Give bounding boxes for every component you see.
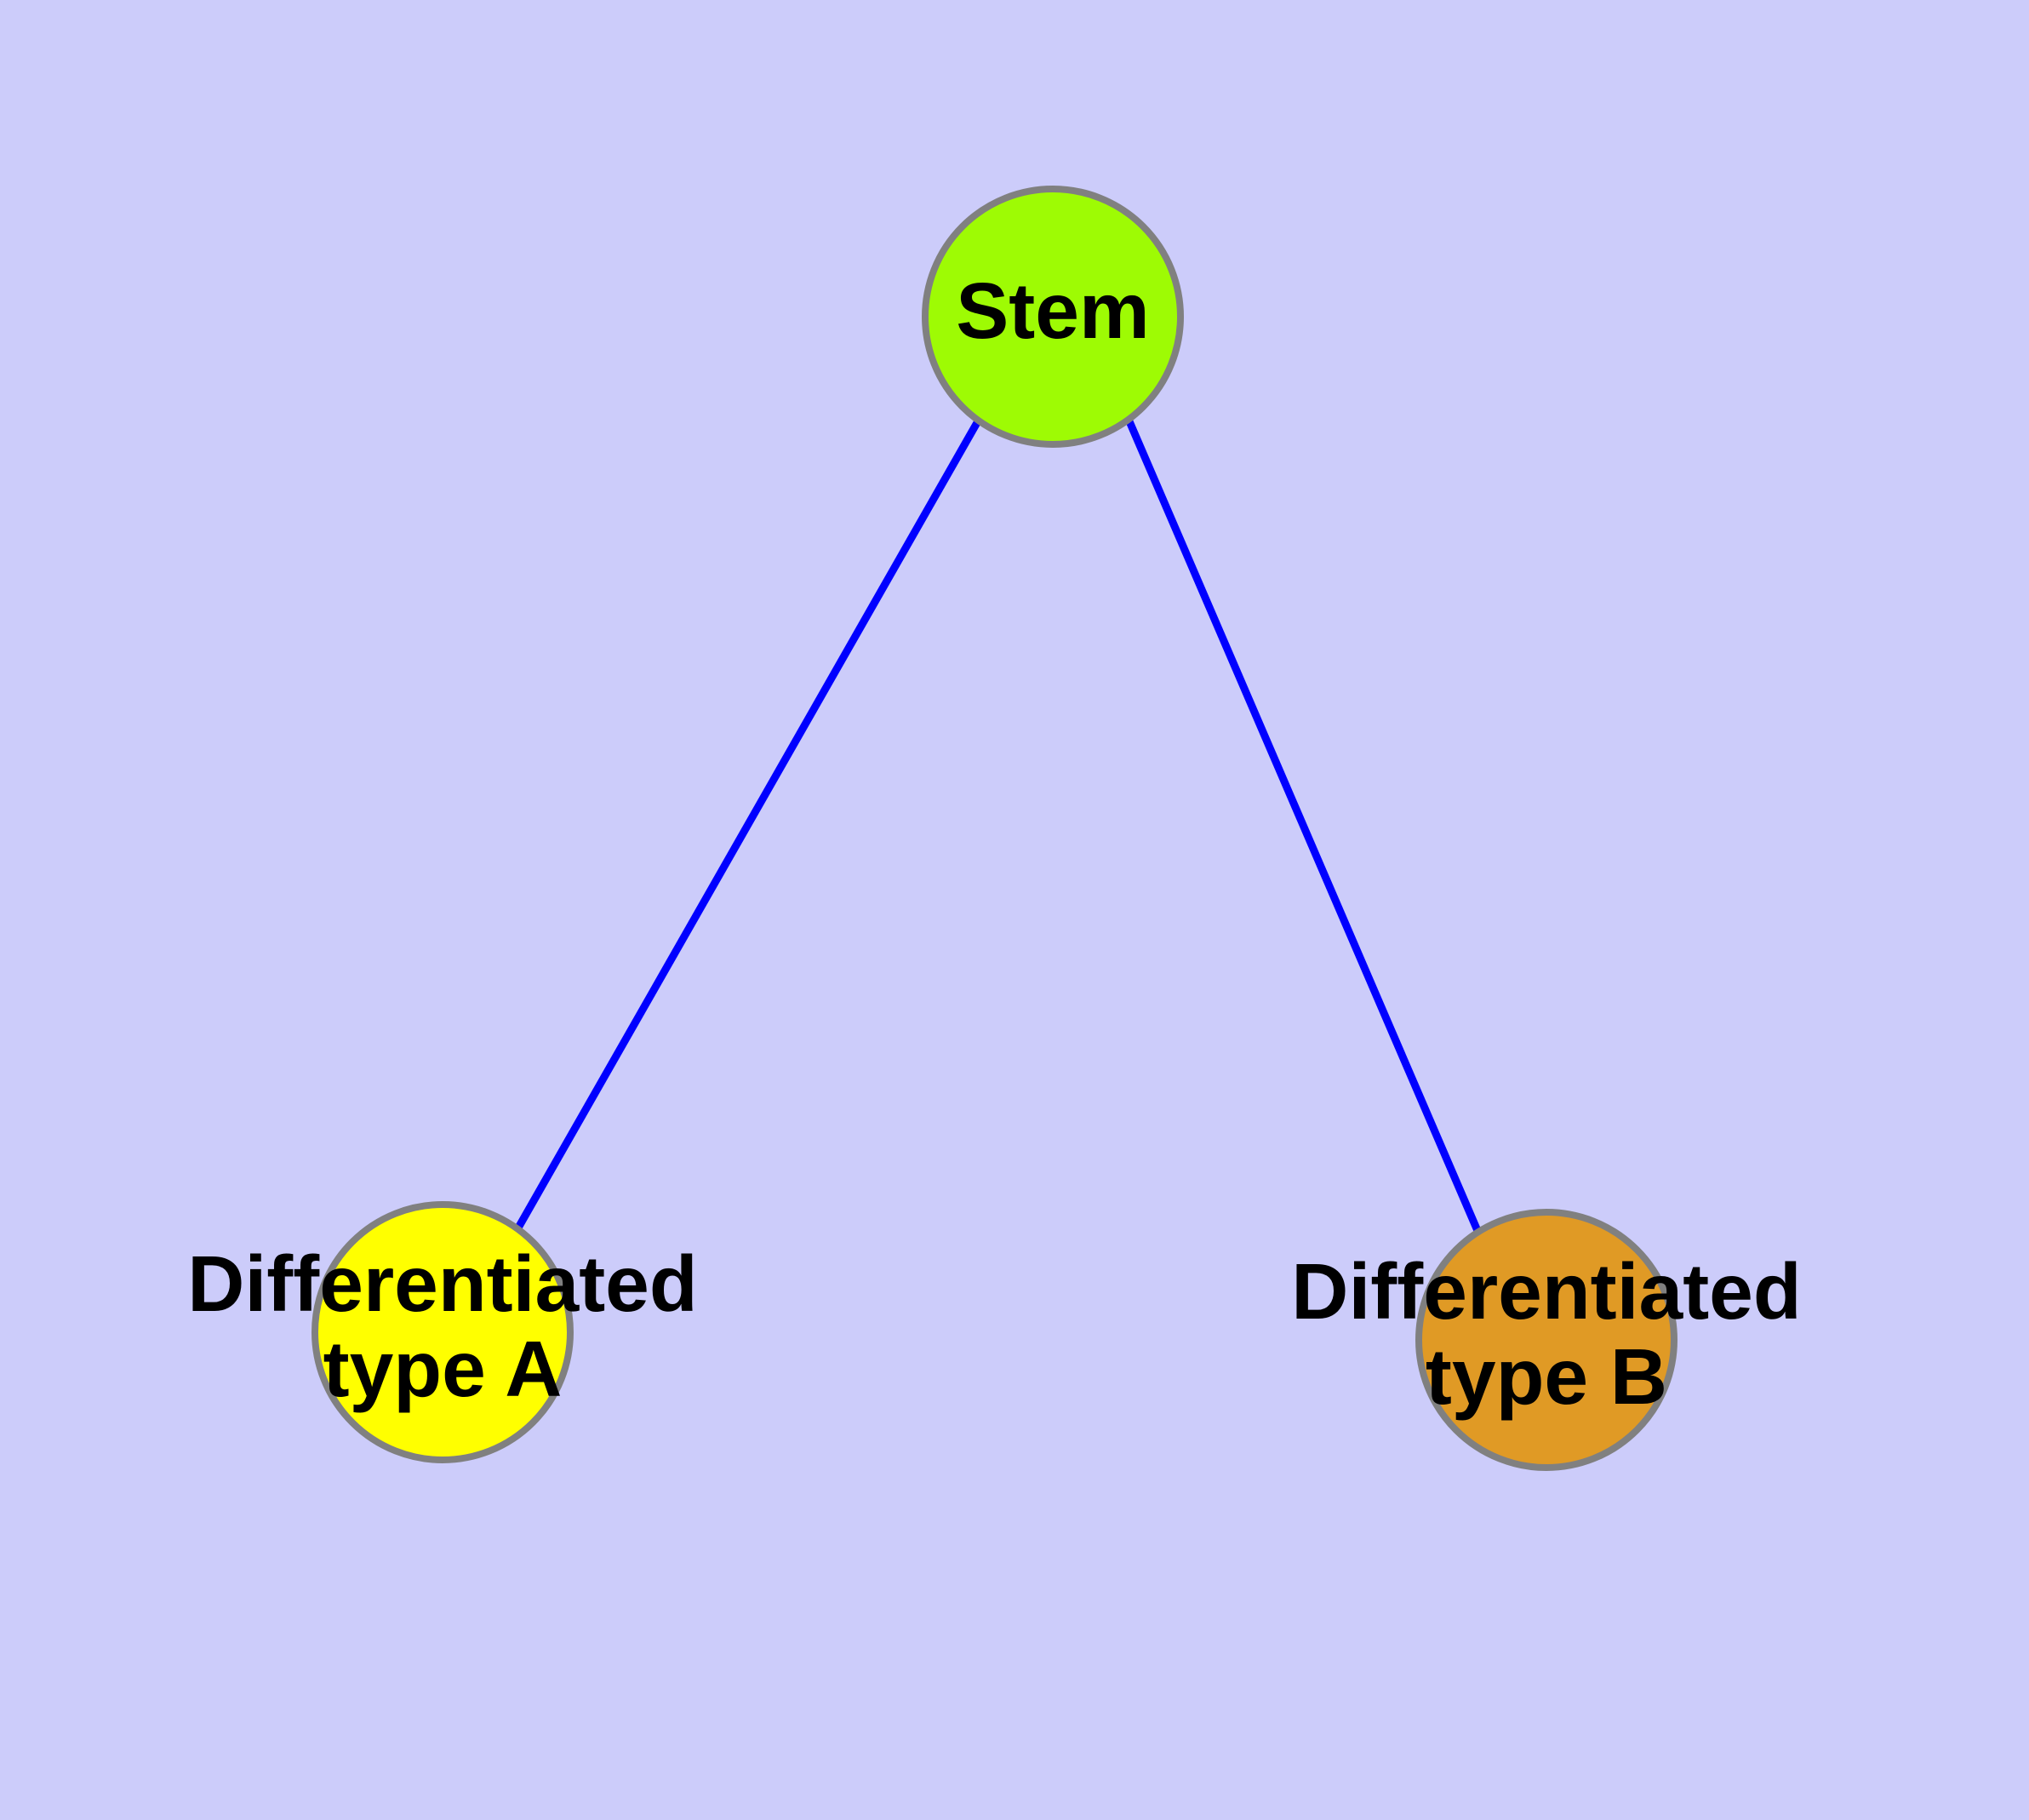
edge-stem-to-diff-b[interactable] (1125, 420, 1483, 1234)
edge-layer (514, 417, 1483, 1234)
node-layer (311, 186, 1677, 1471)
node-label-line: type A (323, 1325, 563, 1413)
node-stem[interactable] (922, 186, 1184, 448)
node-stem-circle[interactable] (922, 186, 1184, 448)
node-label-line: Differentiated (1291, 1246, 1801, 1335)
node-diff-a[interactable] (311, 1201, 574, 1463)
node-stem-label: Stem (956, 266, 1149, 355)
node-label-line: Differentiated (187, 1239, 697, 1327)
node-label-line: Stem (956, 266, 1149, 355)
node-diff-b-circle[interactable] (1415, 1209, 1677, 1471)
node-diff-b[interactable] (1415, 1209, 1677, 1471)
node-diff-a-circle[interactable] (311, 1201, 574, 1463)
edge-stem-to-diff-a[interactable] (514, 417, 982, 1232)
node-label-line: type B (1426, 1332, 1667, 1421)
